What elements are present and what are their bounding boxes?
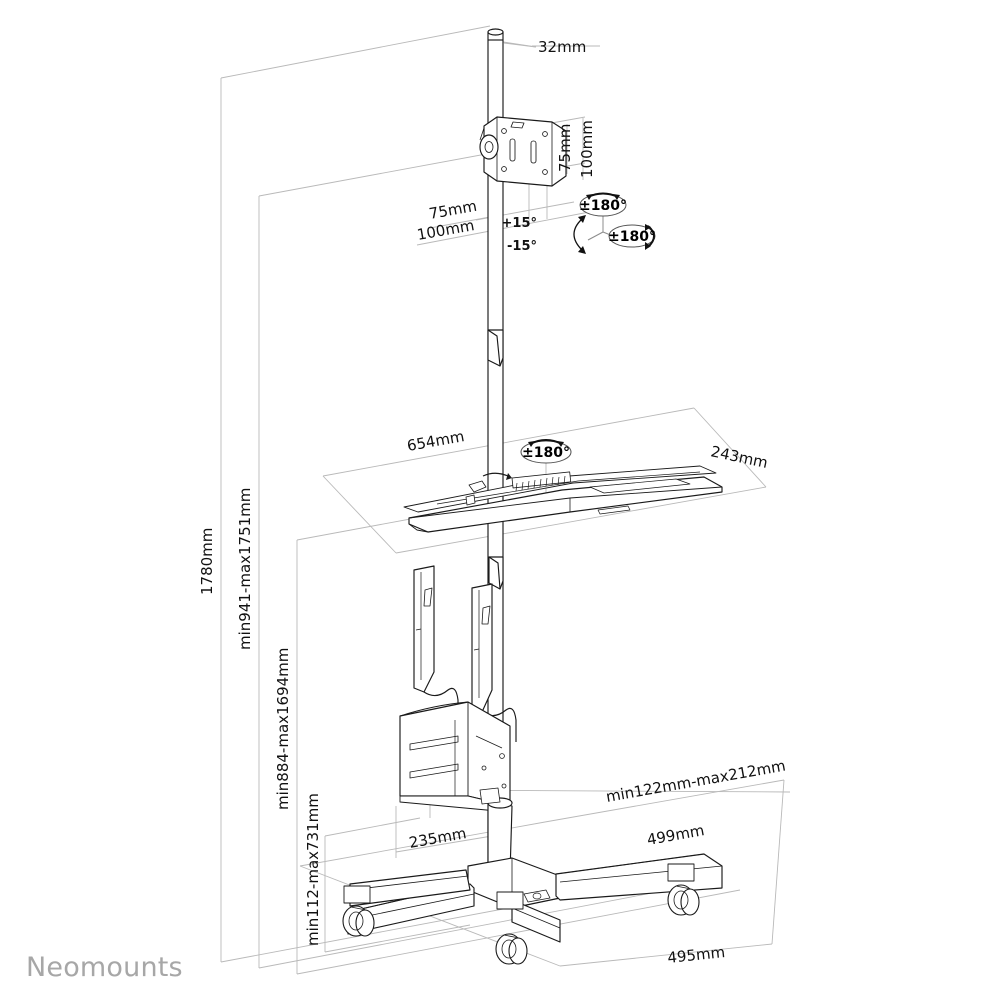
label-base-width: 495mm	[667, 943, 726, 967]
label-vesa-height-large: 100mm	[578, 120, 596, 178]
label-base-depth: 499mm	[646, 821, 706, 849]
label-screen-height-range: min941-max1751mm	[236, 488, 254, 650]
label-tilt-up: +15°	[502, 216, 537, 231]
label-worksurface-height-range: min884-max1694mm	[274, 648, 292, 810]
label-worksurface-depth: 243mm	[709, 442, 769, 472]
caster-right-front	[664, 890, 686, 905]
label-cpu-height-range: min112-max731mm	[304, 793, 322, 946]
label-cpu-depth-range: min122mm-max212mm	[605, 757, 787, 806]
product-outline	[342, 28, 723, 965]
column-foot	[479, 787, 513, 875]
caster-right-rear	[667, 863, 700, 916]
mobile-base	[342, 853, 723, 965]
dimension-lines	[220, 25, 791, 975]
label-vesa-height-small: 75mm	[556, 124, 574, 172]
vesa-bracket	[479, 116, 567, 187]
label-total-height: 1780mm	[198, 528, 216, 595]
caster-front-left	[495, 891, 528, 965]
label-swivel-head: ±180°	[579, 198, 627, 214]
label-tilt-down: -15°	[507, 239, 537, 254]
caster-rear-left	[342, 885, 375, 937]
label-worksurface-width: 654mm	[406, 427, 466, 455]
rotation-text-labels: ±180° ±180° +15° -15° ±180°	[502, 198, 656, 461]
tilt-arc	[573, 218, 583, 251]
label-rotate-screen: ±180°	[608, 229, 656, 245]
rotate-screen-symbol	[608, 224, 656, 248]
work-surface	[403, 465, 723, 533]
brand-wordmark: Neomounts	[26, 952, 183, 983]
label-cpu-width: 235mm	[408, 824, 468, 852]
rotation-symbols	[520, 192, 656, 464]
cpu-holder	[399, 565, 517, 813]
label-worksurface-rotate: ±180°	[522, 445, 570, 461]
label-pole-diameter: 32mm	[538, 38, 586, 56]
